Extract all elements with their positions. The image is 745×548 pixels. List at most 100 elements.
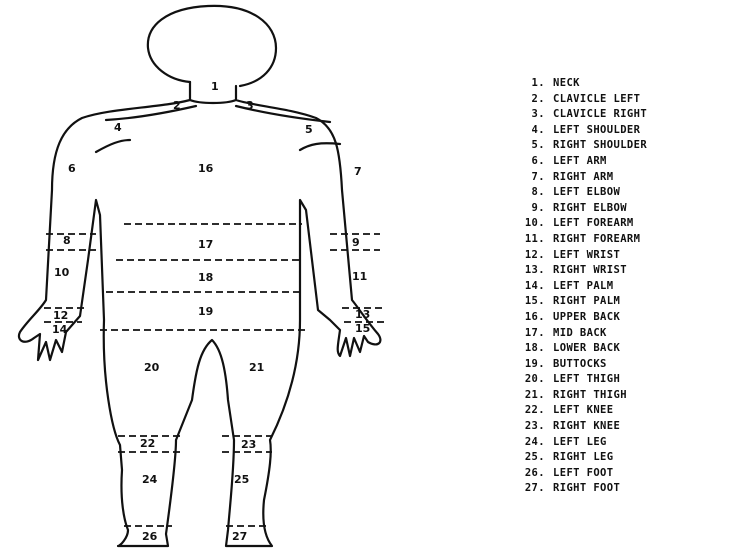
legend-number: 24. xyxy=(505,435,553,451)
legend-label: LEFT WRIST xyxy=(553,249,620,261)
legend-label: LEFT FOOT xyxy=(553,467,614,479)
legend-label: RIGHT FOREARM xyxy=(553,233,640,245)
legend-number: 9. xyxy=(505,201,553,217)
region-label: 9 xyxy=(352,236,360,249)
legend-label: RIGHT LEG xyxy=(553,451,614,463)
legend-label: LEFT ARM xyxy=(553,155,607,167)
legend-number: 15. xyxy=(505,294,553,310)
legend-label: BUTTOCKS xyxy=(553,358,607,370)
legend-number: 12. xyxy=(505,248,553,264)
legend-number: 4. xyxy=(505,123,553,139)
legend-number: 1. xyxy=(505,76,553,92)
legend-item: 10.LEFT FOREARM xyxy=(505,216,745,232)
legend-item: 4.LEFT SHOULDER xyxy=(505,123,745,139)
legend-label: RIGHT ARM xyxy=(553,171,614,183)
legend-label: RIGHT KNEE xyxy=(553,420,620,432)
region-label: 18 xyxy=(198,271,213,284)
legend-item: 13.RIGHT WRIST xyxy=(505,263,745,279)
legend-item: 5.RIGHT SHOULDER xyxy=(505,138,745,154)
legend-number: 7. xyxy=(505,170,553,186)
region-label: 4 xyxy=(114,121,122,134)
legend-item: 6.LEFT ARM xyxy=(505,154,745,170)
region-label: 6 xyxy=(68,162,76,175)
legend-label: LEFT FOREARM xyxy=(553,217,634,229)
legend-number: 6. xyxy=(505,154,553,170)
legend-item: 26.LEFT FOOT xyxy=(505,466,745,482)
legend-item: 9.RIGHT ELBOW xyxy=(505,201,745,217)
region-label: 22 xyxy=(140,437,155,450)
legend-label: RIGHT WRIST xyxy=(553,264,627,276)
shoulder-lines xyxy=(96,140,340,152)
legend-label: UPPER BACK xyxy=(553,311,620,323)
region-label: 23 xyxy=(241,438,256,451)
legend-number: 26. xyxy=(505,466,553,482)
legend-number: 8. xyxy=(505,185,553,201)
legend-label: LEFT SHOULDER xyxy=(553,124,640,136)
legend-number: 27. xyxy=(505,481,553,497)
legend-number: 21. xyxy=(505,388,553,404)
legend-label: NECK xyxy=(553,77,580,89)
region-label: 14 xyxy=(52,323,68,336)
legend-item: 15.RIGHT PALM xyxy=(505,294,745,310)
legend-number: 11. xyxy=(505,232,553,248)
legend-label: RIGHT ELBOW xyxy=(553,202,627,214)
legend-number: 5. xyxy=(505,138,553,154)
legend-number: 18. xyxy=(505,341,553,357)
legend-number: 19. xyxy=(505,357,553,373)
legend-label: LOWER BACK xyxy=(553,342,620,354)
legend-label: CLAVICLE RIGHT xyxy=(553,108,647,120)
region-label: 12 xyxy=(53,309,68,322)
legend-label: MID BACK xyxy=(553,327,607,339)
region-label: 17 xyxy=(198,238,213,251)
legend-item: 21.RIGHT THIGH xyxy=(505,388,745,404)
legend-label: CLAVICLE LEFT xyxy=(553,93,640,105)
legend-item: 11.RIGHT FOREARM xyxy=(505,232,745,248)
legend-item: 14.LEFT PALM xyxy=(505,279,745,295)
region-label: 16 xyxy=(198,162,214,175)
region-legend: 1.NECK 2.CLAVICLE LEFT 3.CLAVICLE RIGHT … xyxy=(505,76,745,497)
legend-item: 2.CLAVICLE LEFT xyxy=(505,92,745,108)
region-label: 21 xyxy=(249,361,264,374)
legend-item: 7.RIGHT ARM xyxy=(505,170,745,186)
legend-label: RIGHT FOOT xyxy=(553,482,620,494)
legend-label: RIGHT PALM xyxy=(553,295,620,307)
region-label: 1 xyxy=(211,80,219,93)
region-label: 25 xyxy=(234,473,249,486)
legend-item: 3.CLAVICLE RIGHT xyxy=(505,107,745,123)
head-outline xyxy=(148,6,276,86)
legend-number: 17. xyxy=(505,326,553,342)
region-label: 13 xyxy=(355,308,370,321)
legend-label: RIGHT THIGH xyxy=(553,389,627,401)
legend-item: 17.MID BACK xyxy=(505,326,745,342)
legend-number: 2. xyxy=(505,92,553,108)
region-label: 24 xyxy=(142,473,158,486)
legend-number: 16. xyxy=(505,310,553,326)
legend-label: RIGHT SHOULDER xyxy=(553,139,647,151)
legend-item: 12.LEFT WRIST xyxy=(505,248,745,264)
legend-item: 18.LOWER BACK xyxy=(505,341,745,357)
legend-item: 19.BUTTOCKS xyxy=(505,357,745,373)
legend-label: LEFT LEG xyxy=(553,436,607,448)
legend-item: 22.LEFT KNEE xyxy=(505,403,745,419)
region-label: 11 xyxy=(352,270,367,283)
region-label: 20 xyxy=(144,361,160,374)
region-label: 7 xyxy=(354,165,362,178)
legend-label: LEFT THIGH xyxy=(553,373,620,385)
neck-line xyxy=(190,100,236,103)
legend-number: 22. xyxy=(505,403,553,419)
legend-item: 8.LEFT ELBOW xyxy=(505,185,745,201)
legend-item: 20.LEFT THIGH xyxy=(505,372,745,388)
legend-number: 25. xyxy=(505,450,553,466)
legend-item: 24.LEFT LEG xyxy=(505,435,745,451)
legend-item: 27.RIGHT FOOT xyxy=(505,481,745,497)
legend-number: 23. xyxy=(505,419,553,435)
region-label: 8 xyxy=(63,234,71,247)
region-label: 5 xyxy=(305,123,313,136)
legend-label: LEFT ELBOW xyxy=(553,186,620,198)
legend-number: 20. xyxy=(505,372,553,388)
legend-number: 10. xyxy=(505,216,553,232)
legend-label: LEFT KNEE xyxy=(553,404,614,416)
legend-item: 25.RIGHT LEG xyxy=(505,450,745,466)
legend-label: LEFT PALM xyxy=(553,280,614,292)
region-label: 15 xyxy=(355,322,370,335)
